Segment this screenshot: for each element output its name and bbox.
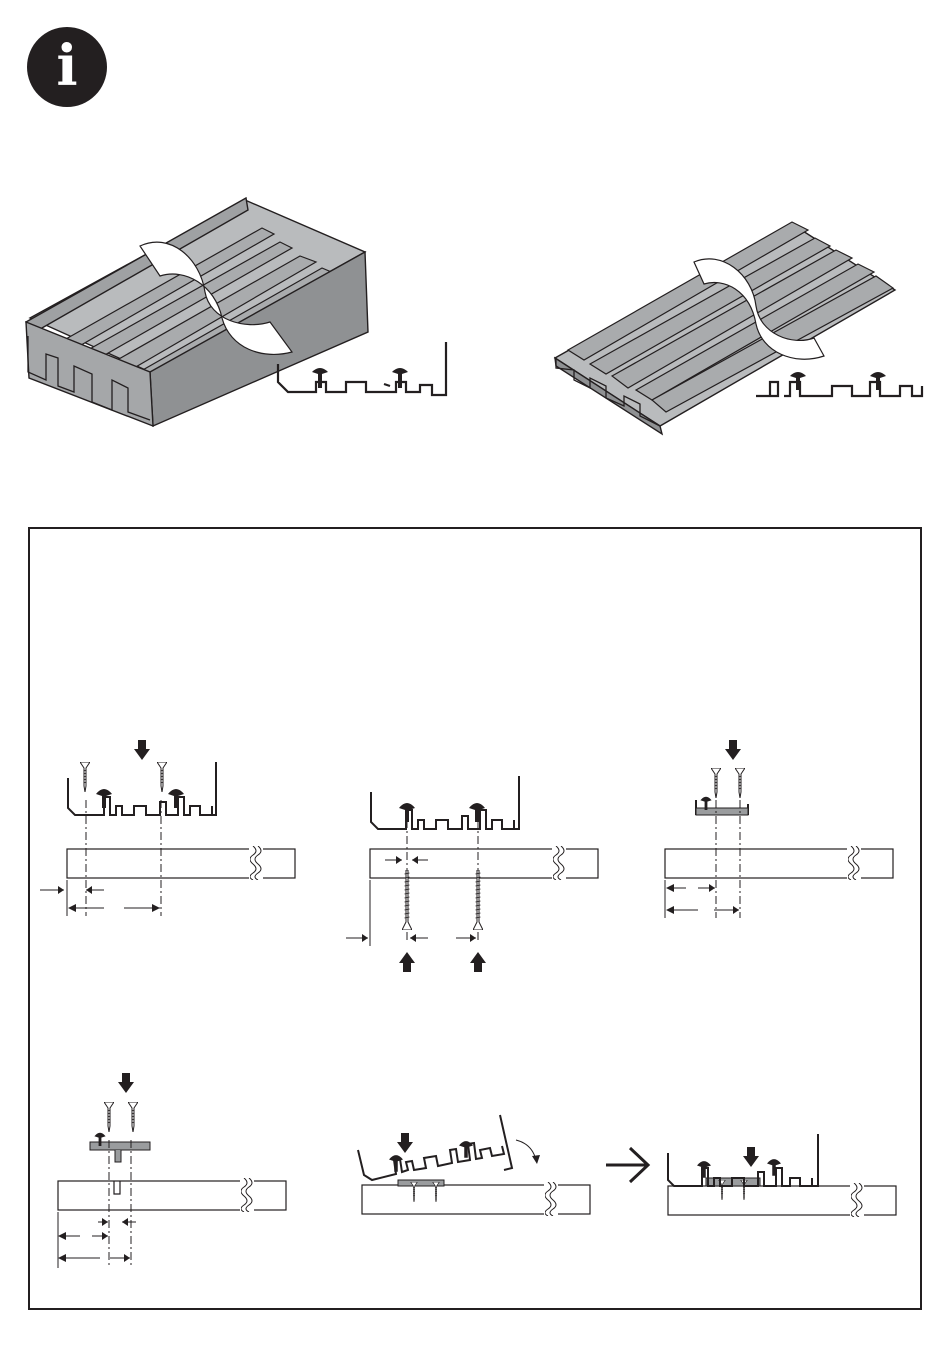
- step-screw-from-top: [40, 740, 295, 916]
- step-fix-guide-clip-alternate: [58, 1073, 286, 1268]
- step-rail-clipped: [668, 1134, 896, 1218]
- step-clip-rail-tilted: [358, 1115, 590, 1217]
- step-fix-guide-clip: [665, 740, 893, 918]
- step-screw-from-below: [346, 776, 598, 972]
- right-arrow-icon: [606, 1148, 648, 1182]
